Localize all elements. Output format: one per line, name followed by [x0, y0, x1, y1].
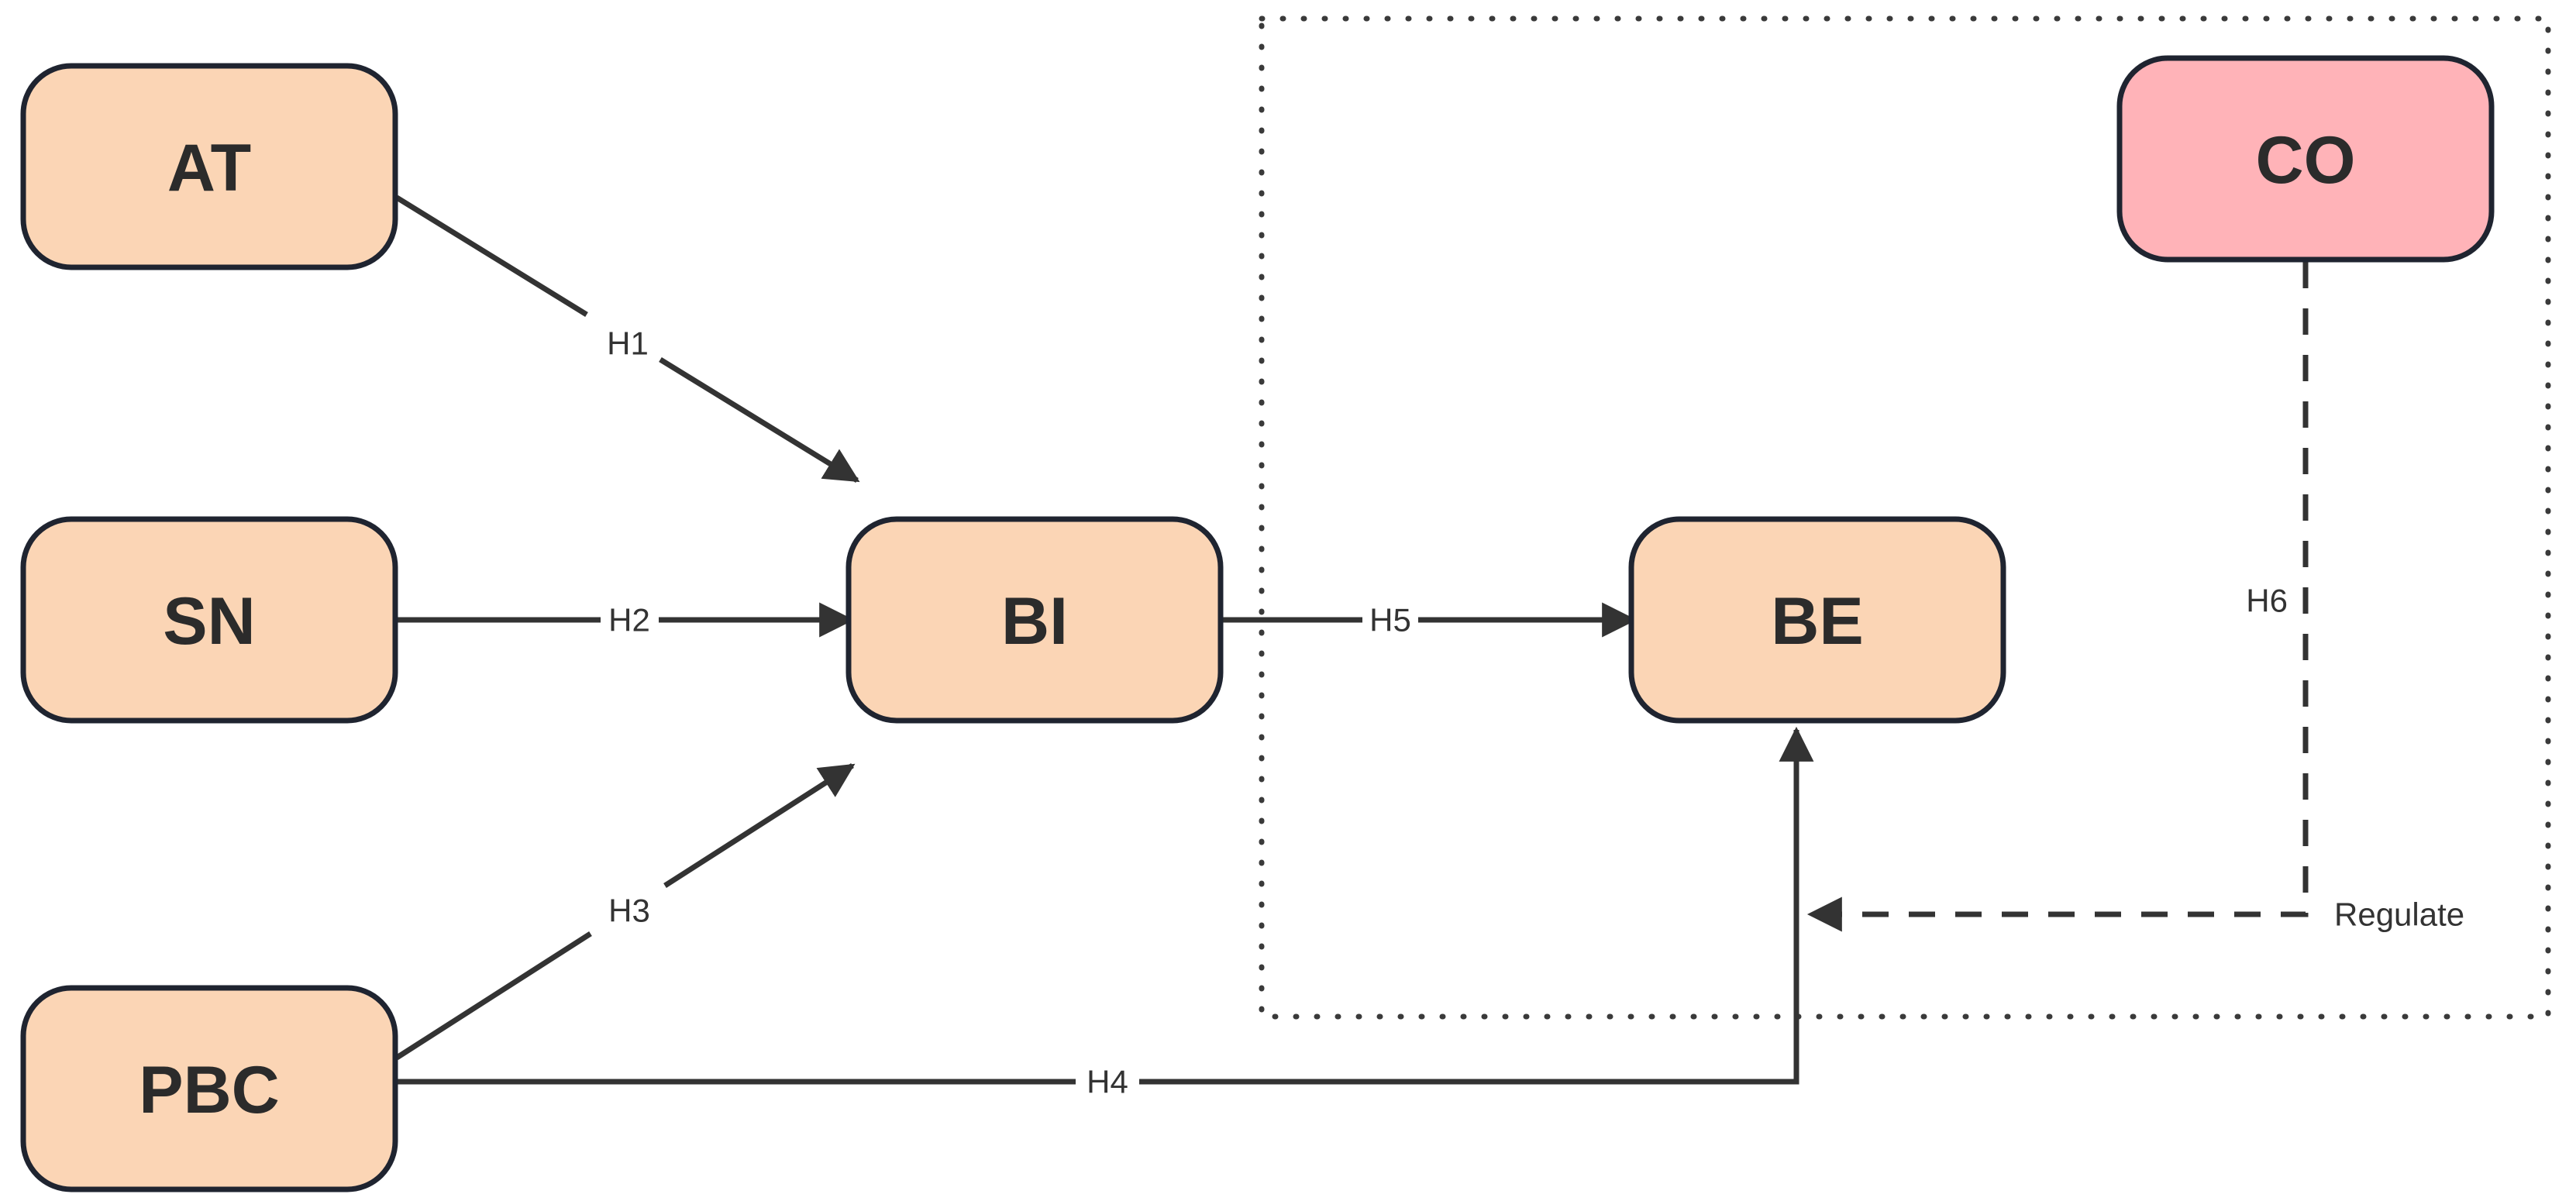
edge-h5-label: H5	[1369, 602, 1411, 638]
node-be[interactable]: BE	[1628, 516, 2006, 724]
node-pbc-shape[interactable]	[20, 985, 398, 1192]
edge-h2: H2	[397, 602, 855, 638]
edge-h6: H6	[1806, 262, 2309, 932]
node-bi-shape[interactable]	[845, 516, 1224, 724]
node-co[interactable]: CO	[2116, 55, 2495, 263]
node-pbc[interactable]: PBC	[20, 985, 398, 1192]
node-bi-label: BI	[1001, 584, 1068, 659]
edge-h3: H3	[395, 763, 856, 1060]
edge-h4: H4	[397, 726, 1814, 1100]
edge-h3-segment-a	[395, 931, 592, 1060]
node-co-shape[interactable]	[2116, 55, 2495, 263]
node-sn-label: SN	[163, 584, 255, 659]
edge-h6-label: H6	[2246, 583, 2288, 619]
edge-h6-path	[1806, 262, 2309, 932]
edge-h5: H5	[1218, 602, 1638, 638]
node-at[interactable]: AT	[20, 63, 398, 270]
node-at-label: AT	[167, 131, 251, 205]
edge-h1-segment-a	[395, 195, 588, 317]
node-co-label: CO	[2256, 123, 2356, 198]
edge-h1-label: H1	[607, 325, 649, 362]
node-pbc-label: PBC	[139, 1053, 280, 1127]
node-be-shape[interactable]	[1628, 516, 2006, 724]
node-sn[interactable]: SN	[20, 516, 398, 724]
node-be-label: BE	[1771, 584, 1863, 659]
node-sn-shape[interactable]	[20, 516, 398, 724]
node-at-shape[interactable]	[20, 63, 398, 270]
regulate-annotation-label: Regulate	[2334, 896, 2464, 933]
edge-h2-label: H2	[608, 602, 650, 638]
edge-h4-label: H4	[1087, 1064, 1128, 1100]
edge-h3-segment-b	[663, 763, 856, 888]
behavior-boundary-box	[1259, 15, 2551, 1020]
edge-h3-label: H3	[608, 893, 650, 929]
edge-h1: H1	[395, 195, 860, 483]
node-bi[interactable]: BI	[845, 516, 1224, 724]
edge-h1-segment-b	[659, 357, 860, 483]
edge-h4-segment-b	[1139, 726, 1814, 1085]
